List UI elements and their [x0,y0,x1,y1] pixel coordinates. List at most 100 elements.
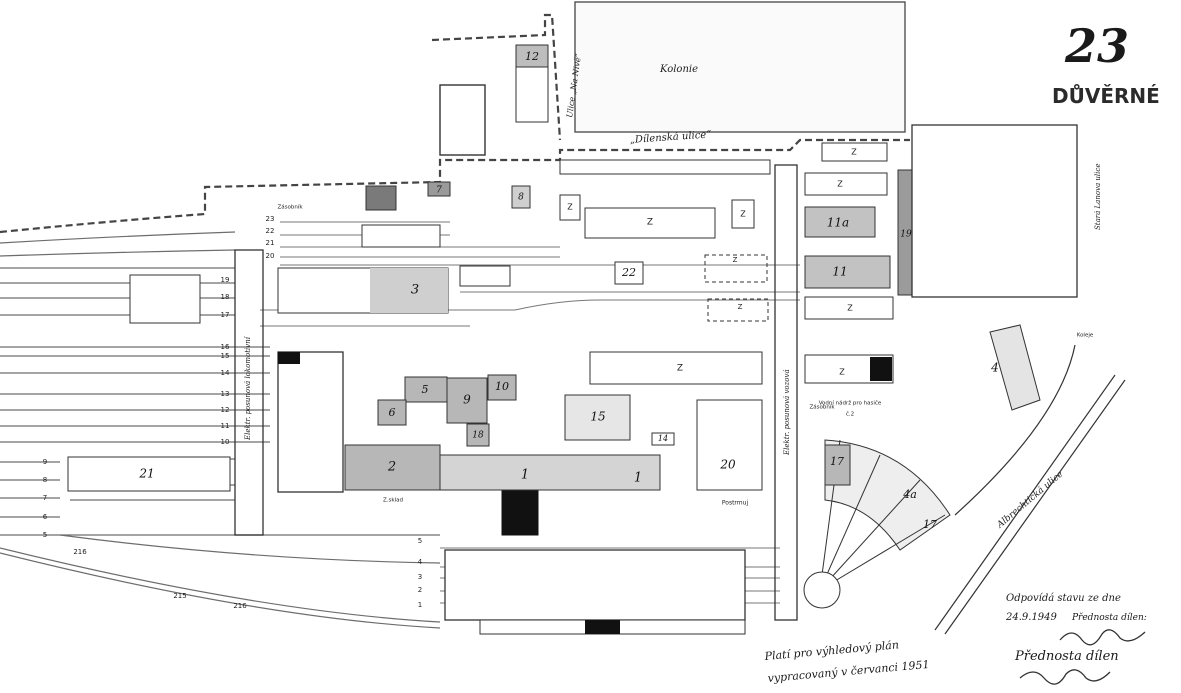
svg-text:14: 14 [221,369,230,377]
svg-text:13: 13 [221,390,230,398]
building-21 [67,456,231,492]
building-7 [427,181,451,197]
label-building-8: 8 [518,193,524,203]
building-3-shade [370,268,448,313]
svg-text:15: 15 [221,352,230,360]
label-z-5: Z [837,180,843,189]
svg-text:215: 215 [173,592,186,600]
page-number: 23 [1064,19,1129,73]
label-building-1b: 1 [634,471,642,486]
building-2-top [365,185,397,211]
label-building-19: 19 [900,230,912,240]
track-numbers-far-left: 9 8 7 6 5 [43,458,48,539]
label-traverser-wagon: Elektr. posunová vozová [783,369,791,456]
building-4 [989,324,1041,411]
rail-tracks-left [0,231,441,629]
attest-date: 24.9.1949 [1005,612,1058,623]
building-11 [804,255,891,289]
label-building-4: 4 [990,361,999,375]
building-z-2 [584,207,716,239]
building-hall-left [277,351,344,493]
label-building-22: 22 [621,266,636,279]
building-z-strip [559,159,771,175]
building-z-3 [731,199,755,229]
building-z-5 [804,172,888,196]
label-z-3: Z [740,210,746,219]
label-building-21: 21 [138,467,154,481]
label-vodni-nadrz-sub: č.2 [846,411,854,418]
label-vodni-nadrz: Vodní nádrž pro hasiče [819,400,882,407]
shop-block-z-center [589,351,763,385]
svg-text:12: 12 [221,406,230,414]
plan-note-line2: vypracovaný v červanci 1951 [767,658,930,685]
building-18-block [129,274,201,324]
svg-text:4: 4 [418,558,423,566]
label-building-14: 14 [658,434,668,443]
label-zasobnik-top: Zásobník [277,204,303,211]
svg-text:19: 19 [221,276,230,284]
street-albrechticka: Albrechtická ulice [994,469,1065,531]
label-building-12: 12 [525,50,539,63]
building-11a [804,206,876,238]
svg-text:3: 3 [418,573,422,581]
label-postrmuj: Postrmuj [722,500,749,507]
svg-text:7: 7 [43,494,47,502]
track-numbers-left-low: 16 15 14 13 12 11 10 [221,343,230,446]
label-zasobnik-east: Zásobník [809,404,835,411]
label-building-20: 20 [719,458,736,472]
building-large-east [911,124,1078,298]
track-numbers-left-mid: 19 18 17 [221,276,230,319]
label-building-6: 6 [389,406,396,419]
label-z-east: Z [839,368,845,377]
street-stara-lanova: Stará Lanova ulice [1094,164,1102,230]
label-building-1a: 1 [521,468,529,483]
label-building-5: 5 [422,383,429,396]
shop-block-20 [696,399,763,491]
traverser-loco-strip [234,249,264,536]
shop-block-6 [377,399,407,426]
svg-text:18: 18 [221,293,230,301]
label-z-6: Z [847,304,853,313]
svg-text:5: 5 [43,531,47,539]
svg-text:21: 21 [266,239,275,247]
label-z-center: Z [677,364,683,374]
classification-stamp: DŮVĚRNÉ [1052,84,1160,108]
label-building-17a: 17 [923,518,937,531]
building-17-east [824,444,851,486]
svg-text:5: 5 [418,537,422,545]
kolonie-area [574,1,906,133]
svg-text:11: 11 [221,422,230,430]
label-traverser-loco: Elektr. posunová lokomotivní [244,336,252,441]
signature-role: Přednosta dílen [1014,649,1119,664]
building-bottom-strip-black [585,620,620,634]
label-z-1: Z [567,203,573,212]
shop-block-5 [404,376,448,403]
svg-text:6: 6 [43,513,48,521]
building-plot-top-left [439,84,486,156]
label-building-11: 11 [832,265,847,279]
svg-text:16: 16 [221,343,230,351]
shop-block-1-black [501,489,539,536]
attest-role: Přednosta dílen: [1071,612,1147,623]
svg-text:216: 216 [73,548,87,556]
label-building-15: 15 [590,410,605,424]
track-numbers-bottom: 5 4 3 2 1 [418,537,423,609]
building-22 [614,261,644,285]
shop-block-z-east-black [870,357,892,381]
label-koleje: Koleje [1077,333,1094,339]
svg-text:17: 17 [221,311,230,319]
label-building-3: 3 [411,283,419,298]
building-z-planned-1 [704,254,768,283]
rail-main-east [934,344,1126,635]
track-numbers-left-upper: 23 22 21 20 [266,215,275,260]
shop-block-10 [487,374,517,401]
svg-text:22: 22 [266,227,275,235]
label-z-planned-2: Z [738,303,743,311]
signature-scribble-1 [1059,629,1146,646]
label-building-9: 9 [463,393,471,407]
building-12-annex [515,66,549,123]
svg-text:2: 2 [418,586,422,594]
shop-block-9 [446,377,488,424]
svg-text:8: 8 [43,476,47,484]
